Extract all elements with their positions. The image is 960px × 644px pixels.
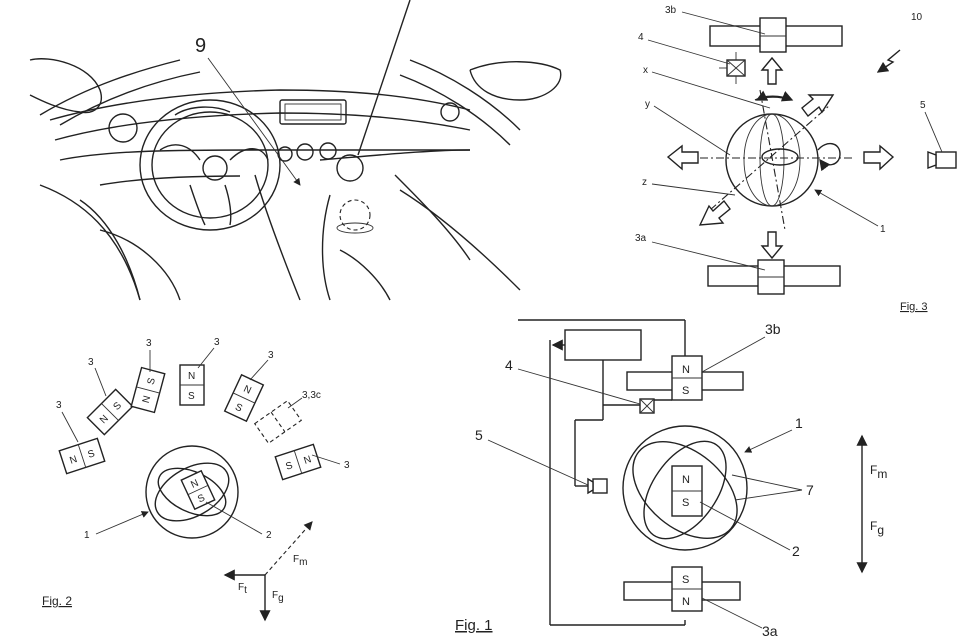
fig2-sphere <box>145 445 239 539</box>
fig1-caption: Fig. 1 <box>455 617 493 634</box>
fig2-ref-3d: 3 <box>214 337 220 348</box>
fig3-ref-4: 4 <box>638 32 644 43</box>
fig3-diagram: 3b 4 x y z <box>635 5 957 313</box>
fig2-ref-3b: 3 <box>88 357 94 368</box>
fig3-left-arrow-icon <box>666 144 699 171</box>
svg-text:S: S <box>233 402 244 415</box>
fig2-ref-2: 2 <box>266 530 272 541</box>
fig3-up-arrow-icon <box>760 56 784 85</box>
fig3-ref-1: 1 <box>880 224 886 235</box>
fig1-ref-7: 7 <box>806 482 814 498</box>
fig3-ref-10: 10 <box>911 12 923 23</box>
fig3-diag-arrow-icon <box>801 94 835 118</box>
svg-text:N: N <box>682 596 690 608</box>
fig2-magnet: N S <box>179 364 205 406</box>
fig2-ref-3c: 3 <box>146 338 152 349</box>
fig1-camera-5 <box>592 478 608 494</box>
fig1-ref-4: 4 <box>505 357 513 373</box>
svg-text:S: S <box>682 385 689 397</box>
fig2-force-g: Fg <box>272 590 284 604</box>
fig3-right-arrow-icon <box>863 144 895 171</box>
fig1-ref-2: 2 <box>792 543 800 559</box>
ref-9-label: 9 <box>195 35 206 57</box>
svg-text:N: N <box>302 454 312 467</box>
fig2-magnet: N S <box>86 388 134 436</box>
svg-text:S: S <box>682 574 689 586</box>
svg-text:N: N <box>682 364 690 376</box>
fig3-ref-3b: 3b <box>665 5 677 16</box>
fig2-ref-3f: 3 <box>344 460 350 471</box>
fig1-sphere <box>622 425 748 551</box>
fig3-camera-5 <box>935 151 957 169</box>
fig2-magnet-dashed <box>253 399 303 445</box>
fig1-force-m: Fm <box>870 463 887 481</box>
fig2-inner-magnet: N S <box>180 469 216 511</box>
cockpit-illustration: 9 <box>29 0 562 301</box>
fig3-ref-y: y <box>645 99 650 110</box>
svg-text:N: N <box>188 371 195 382</box>
fig1-diagram: N S 3b 4 5 N S 1 7 2 <box>455 319 887 639</box>
svg-text:N: N <box>189 478 200 491</box>
fig1-ref-3a: 3a <box>762 623 778 639</box>
fig1-ref-3b: 3b <box>765 321 781 337</box>
fig1-ref-1: 1 <box>795 415 803 431</box>
svg-text:S: S <box>146 376 158 386</box>
svg-text:N: N <box>682 474 690 486</box>
fig2-force-m: Fm <box>293 554 307 568</box>
fig3-ref-3a: 3a <box>635 233 647 244</box>
svg-text:N: N <box>68 454 78 467</box>
fig2-ref-1: 1 <box>84 530 90 541</box>
svg-text:S: S <box>196 492 207 505</box>
svg-text:S: S <box>86 448 96 461</box>
fig2-magnet: N S <box>58 437 106 475</box>
svg-text:S: S <box>682 497 689 509</box>
fig2-magnet: N S <box>223 373 265 423</box>
fig2-magnet: N S <box>130 366 166 414</box>
fig1-ref-5: 5 <box>475 427 483 443</box>
fig2-ref-3a: 3 <box>56 400 62 411</box>
fig2-diagram: N S 3 N S 3 N S 3 N S 3 <box>42 337 350 622</box>
fig3-ref-5: 5 <box>920 100 926 111</box>
fig2-ref-3e: 3 <box>268 350 274 361</box>
fig3-caption: Fig. 3 <box>900 301 928 313</box>
svg-text:N: N <box>141 395 153 405</box>
fig2-ref-3c-dashed: 3,3c <box>302 390 321 401</box>
fig2-caption: Fig. 2 <box>42 594 72 608</box>
fig2-magnet: S N <box>274 443 322 481</box>
fig1-force-g: Fg <box>870 519 884 537</box>
svg-text:S: S <box>284 460 294 473</box>
svg-text:S: S <box>188 391 195 402</box>
fig2-force-t: Ft <box>238 582 247 596</box>
fig3-ref-z: z <box>642 177 647 188</box>
svg-text:N: N <box>242 384 253 397</box>
fig3-ref-x: x <box>643 65 648 76</box>
fig3-down-arrow-icon <box>760 231 784 260</box>
fig1-control-unit <box>564 329 642 361</box>
fig3-diag-down-arrow-icon <box>698 199 731 226</box>
